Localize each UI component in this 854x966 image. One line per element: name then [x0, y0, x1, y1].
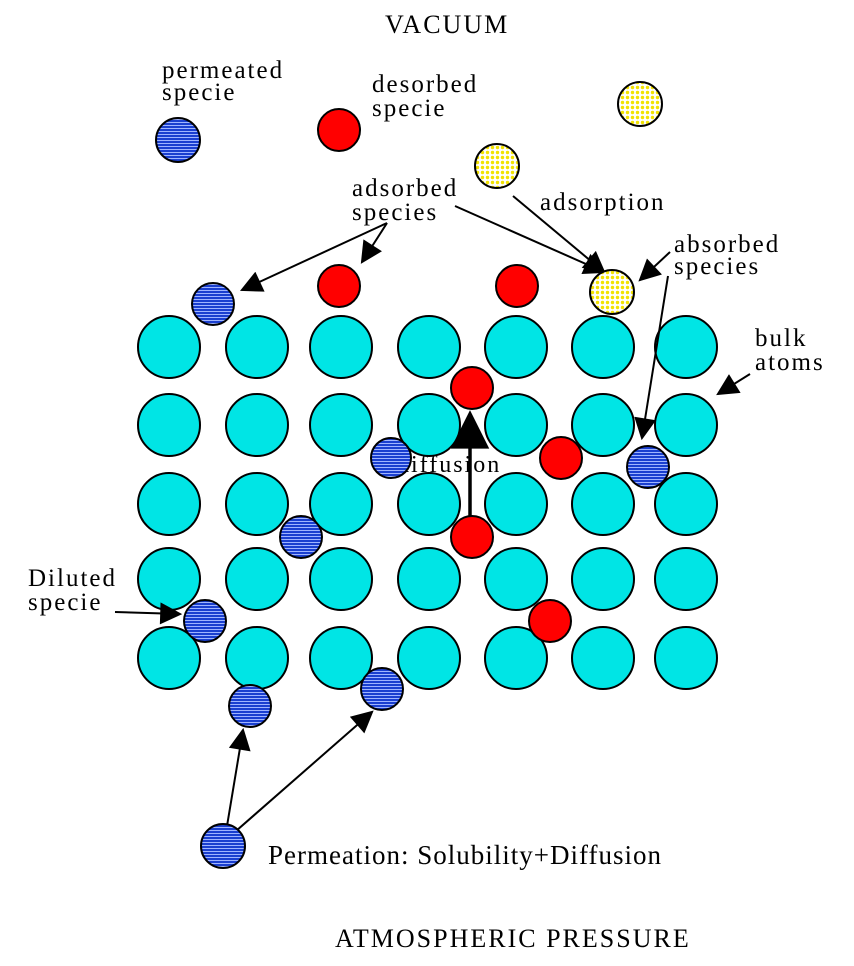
- bulk-atom-icon: [654, 393, 718, 457]
- diluted-specie-icon: [183, 599, 227, 643]
- bulk-atom-icon: [137, 315, 201, 379]
- diluted-arrow: [114, 602, 183, 625]
- desorbed-specie-icon: [317, 108, 361, 152]
- bulk-atom-icon: [309, 393, 373, 457]
- bulk-atom-icon: [571, 547, 635, 611]
- bulk-atom-icon: [309, 472, 373, 536]
- bulk-atom-icon: [484, 315, 548, 379]
- desorbed-label-line1: desorbed: [372, 71, 478, 98]
- diffusing-red-icon-top: [450, 366, 494, 410]
- bulk-atom-icon: [397, 626, 461, 690]
- bulk-atom-icon: [571, 393, 635, 457]
- bulk-atom-icon: [654, 472, 718, 536]
- bulk-atom-icon: [484, 626, 548, 690]
- adsorbed-red-icon-1: [317, 264, 361, 308]
- bulk-atom-icon: [137, 626, 201, 690]
- diffusing-red-icon-bottom: [450, 515, 494, 559]
- permeated-label-line1: permeated: [162, 57, 284, 84]
- permeation-arrow-left: [224, 727, 251, 839]
- diluted-label-line1: Diluted: [28, 565, 117, 592]
- bulk-atom-icon: [137, 547, 201, 611]
- adsorbed-label-line2: species: [352, 199, 438, 226]
- absorbed-blue-icon: [626, 445, 670, 489]
- bulk-atom-icon: [225, 472, 289, 536]
- interstitial-blue-icon-1: [370, 437, 412, 479]
- adsorption-label: adsorption: [540, 189, 666, 216]
- bulk-atom-icon: [654, 315, 718, 379]
- bulk-atom-icon: [654, 626, 718, 690]
- bulk-atom-icon: [309, 626, 373, 690]
- entering-blue-icon-2: [360, 667, 404, 711]
- bulk-atom-icon: [571, 626, 635, 690]
- bulk-atom-icon: [225, 547, 289, 611]
- permeation-caption: Permeation: Solubility+Diffusion: [268, 840, 662, 870]
- labels: VACUUM permeated specie desorbed specie …: [28, 10, 825, 953]
- bulk-atom-icon: [225, 393, 289, 457]
- adsorbed-blue-icon: [191, 282, 235, 326]
- diffusion-label: diffusion: [397, 452, 501, 478]
- absorbed-yellow-icon: [589, 269, 635, 315]
- absorbed-label-line2: species: [674, 253, 760, 280]
- adsorption-arrow: [512, 195, 606, 274]
- bulk-atom-icon: [571, 472, 635, 536]
- bulk-atom-icon: [484, 393, 548, 457]
- interstitial-red-icon-1: [539, 436, 583, 480]
- bulk-atoms-label-line2: atoms: [755, 349, 825, 376]
- desorbed-label-line2: specie: [372, 95, 446, 122]
- bulk-atom-icon: [309, 315, 373, 379]
- bulk-atom-icon: [137, 472, 201, 536]
- bulk-atom-icon: [654, 547, 718, 611]
- atmospheric-pressure-label: ATMOSPHERIC PRESSURE: [335, 924, 691, 953]
- entering-blue-icon-1: [228, 684, 272, 728]
- bulk-atom-lattice: [137, 315, 718, 690]
- yellow-molecule-icon-1: [617, 81, 663, 127]
- bulk-atoms-label-line1: bulk: [755, 325, 807, 352]
- bulk-atom-icon: [484, 472, 548, 536]
- interstitial-blue-icon-2: [279, 515, 323, 559]
- yellow-molecule-icon-2: [474, 143, 520, 189]
- absorbed-label-line1: absorbed: [674, 231, 780, 258]
- bulk-atom-icon: [397, 472, 461, 536]
- arrows: [114, 195, 751, 839]
- adsorbed-arrow-right: [360, 222, 388, 264]
- adsorbed-red-icon-2: [495, 264, 539, 308]
- adsorbed-arrow-far: [454, 205, 607, 275]
- permeated-specie-icon: [155, 117, 201, 163]
- source-blue-icon: [200, 823, 246, 869]
- adsorbed-label-line1: adsorbed: [352, 175, 458, 202]
- bulk-atom-icon: [397, 315, 461, 379]
- bulk-atom-icon: [225, 315, 289, 379]
- bulk-atom-icon: [137, 393, 201, 457]
- bulk-atom-icon: [225, 626, 289, 690]
- species-particles: [155, 81, 670, 869]
- permeated-label-line2: specie: [162, 79, 236, 106]
- bulk-atom-icon: [309, 547, 373, 611]
- absorbed-arrow-down: [634, 275, 669, 441]
- bulk-atom-icon: [397, 547, 461, 611]
- bulk-atoms-arrow: [716, 373, 751, 396]
- adsorbed-arrow-left: [240, 222, 388, 292]
- absorbed-arrow-up: [638, 251, 671, 282]
- interstitial-red-icon-2: [528, 599, 572, 643]
- permeation-arrow-right: [227, 710, 374, 839]
- vacuum-label: VACUUM: [385, 10, 509, 39]
- diluted-label-line2: specie: [28, 589, 102, 616]
- bulk-atom-icon: [571, 315, 635, 379]
- bulk-atom-icon: [484, 547, 548, 611]
